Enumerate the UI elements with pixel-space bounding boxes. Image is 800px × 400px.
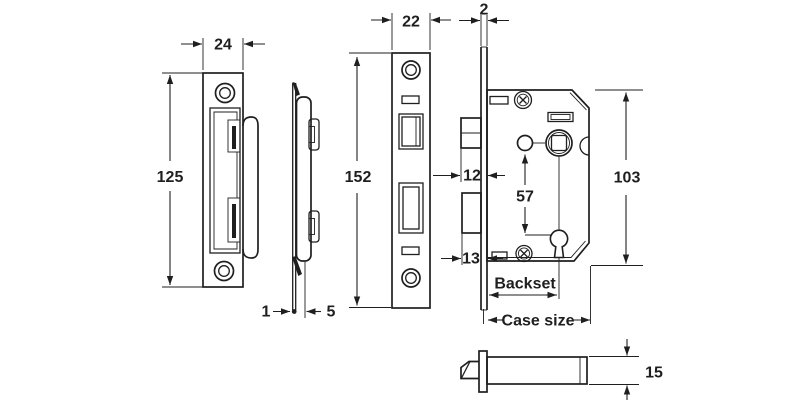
strike-screw-hole-bottom [213,260,235,282]
dim-label-deadbolt-projection: 13 [462,251,480,268]
dim-label-strike-lip: 5 [327,304,336,321]
latch-bolt-detail-view: 15 [460,339,663,400]
dim-case-size: Case size [483,266,591,330]
dim-label-latch-height: 15 [645,365,663,382]
dim-label-latch-projection: 12 [463,168,481,185]
strike-lip-edge-bottom [292,256,302,276]
strike-cutout [209,107,241,254]
latch-head [460,360,479,380]
dim-latch-projection: 12 [433,149,505,185]
case-slot-upper [547,111,574,123]
dim-label-backset: Backset [494,276,556,293]
strike-latch-keep [227,119,241,153]
latch-flange [478,350,488,393]
strike-lip-edge-top [292,82,300,96]
dim-faceplate-width: 22 [371,13,451,50]
lock-faceplate-front-view: 22 152 [345,13,451,309]
dim-label-strike-thickness: 1 [262,304,271,321]
case-slot-bottom-left [491,251,508,260]
strike-lip [242,116,259,259]
dim-case-height: 103 [591,89,643,266]
dim-deadbolt-projection: 13 [441,234,503,268]
dim-label-faceplate-height: 152 [345,169,372,186]
case-pin-hole [516,134,534,152]
latch-opening [398,113,424,150]
faceplate-screw-hole-bottom [401,268,421,288]
dim-label-case-height: 103 [614,170,641,187]
case-screw-bottom [515,244,533,263]
faceplate-outline [391,52,431,309]
lock-case-side-view: 2 12 13 [433,2,643,330]
dim-label-faceplate-width: 22 [402,14,420,31]
dim-faceplate-height: 152 [345,52,391,308]
strike-screw-hole-top [214,82,236,104]
strike-bolt-keep [227,197,241,243]
keyhole [549,229,569,259]
case-outline [486,89,590,262]
dim-forend-thickness: 2 [459,2,509,24]
dim-backset: Backset [489,276,557,299]
case-slot-top-left [489,95,509,105]
faceplate-slot-bottom [401,246,420,256]
case-screw-top [513,90,533,110]
strike-plate-outline [202,72,244,288]
strike-plate-side-view: 1 5 [262,82,336,321]
deadbolt-side [461,192,482,234]
dim-spindle-to-keyhole: 57 [516,154,551,236]
faceplate-screw-hole-top [401,60,421,80]
dim-label-strike-height: 125 [157,169,184,186]
strike-plate-front-view: 24 125 [157,37,265,288]
case-edge-notch [579,136,590,156]
deadbolt-opening [398,182,424,234]
strike-dust-box [295,96,312,262]
dim-latch-height: 15 [589,339,663,400]
dim-strike-thickness: 1 [262,304,297,321]
faceplate-slot-top [401,95,420,105]
dim-label-spindle-to-keyhole: 57 [516,189,534,206]
dim-label-strike-width: 24 [214,37,232,54]
dim-strike-width: 24 [181,37,265,70]
spindle-follower [545,129,573,157]
dim-strike-lip: 5 [304,262,336,321]
dim-label-case-size: Case size [502,313,575,330]
dim-label-forend-thickness: 2 [480,2,489,19]
dim-strike-height: 125 [157,72,203,288]
latch-body [486,356,588,385]
